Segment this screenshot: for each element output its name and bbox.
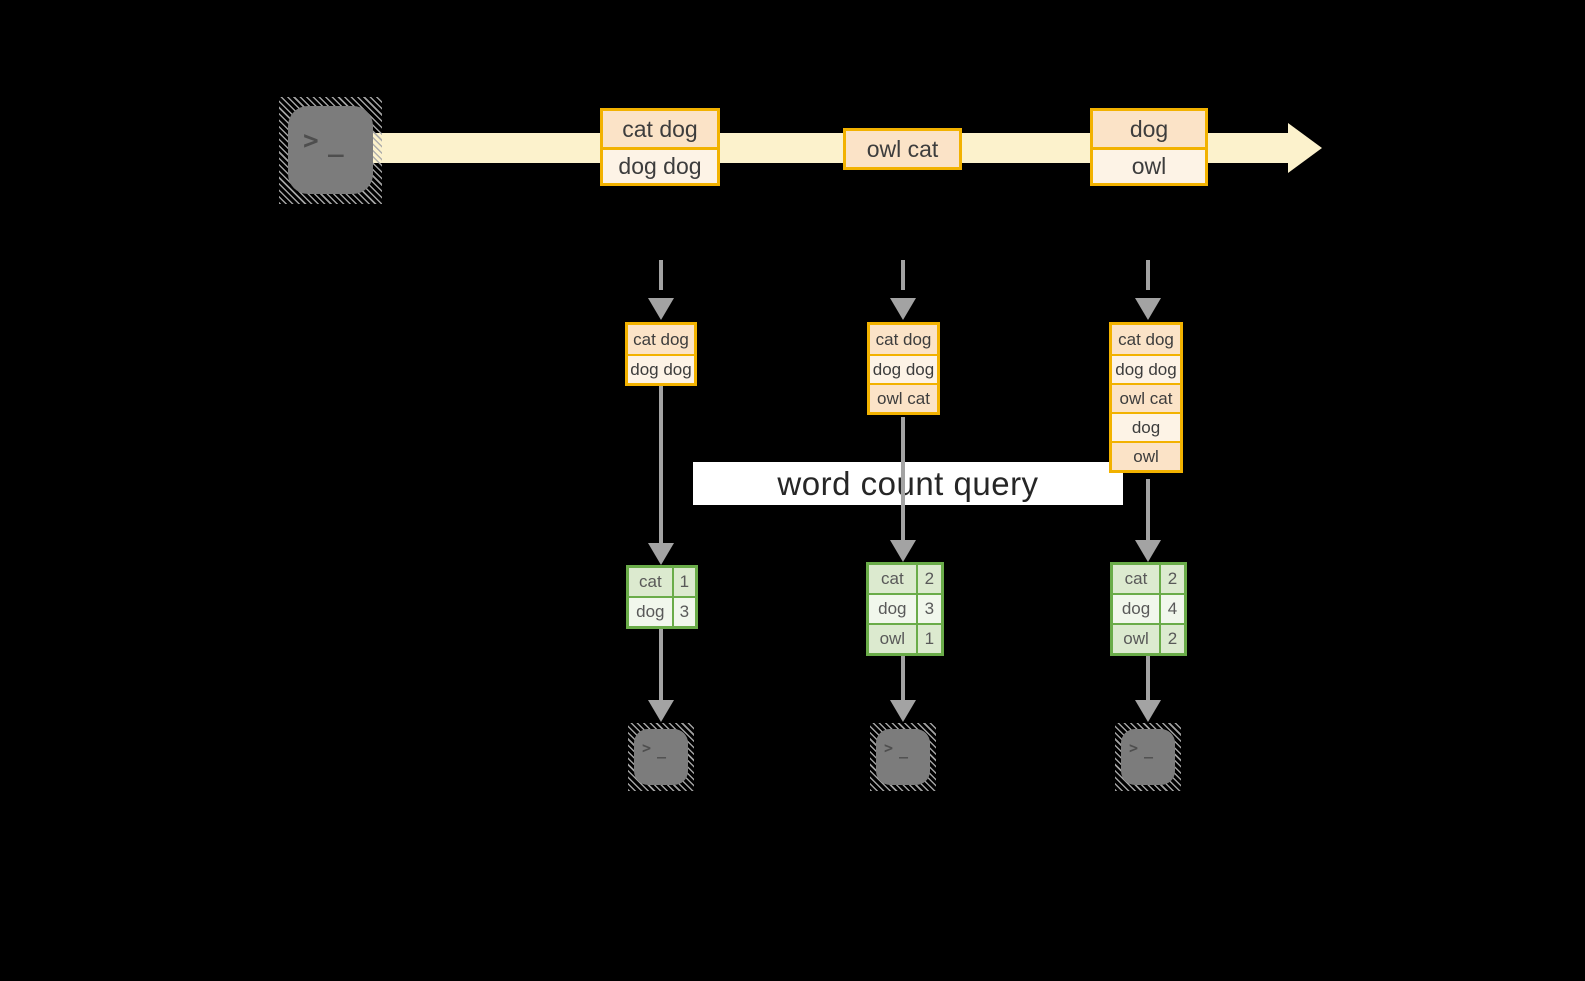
count-value: 3 xyxy=(915,595,941,623)
state-box-3: cat dog dog dog owl cat dog owl xyxy=(1109,322,1183,473)
query-arrow-shaft xyxy=(659,386,663,543)
prompt-underscore-icon: _ xyxy=(1144,741,1154,759)
count-value: 2 xyxy=(915,565,941,593)
count-row: dog 3 xyxy=(869,593,941,623)
count-value: 2 xyxy=(1159,565,1184,593)
count-row: cat 2 xyxy=(869,565,941,593)
sink-terminal-icon-2: > _ xyxy=(870,723,936,791)
timeline-right-arrow-icon xyxy=(1288,123,1322,173)
event-record: cat dog xyxy=(603,111,717,147)
dashed-arrow-shaft xyxy=(659,260,663,290)
prompt-chevron-icon: > xyxy=(303,126,319,156)
state-record: dog xyxy=(1112,412,1180,441)
down-arrowhead-icon xyxy=(1135,540,1161,562)
count-word: dog xyxy=(869,595,916,623)
count-value: 2 xyxy=(1159,625,1184,653)
output-arrow-shaft xyxy=(901,656,905,700)
query-arrow-shaft xyxy=(1146,479,1150,540)
down-arrowhead-icon xyxy=(890,540,916,562)
dashed-arrow-shaft xyxy=(1146,260,1150,290)
state-record: dog dog xyxy=(628,354,694,383)
dashed-arrow-shaft xyxy=(901,260,905,290)
state-record: dog dog xyxy=(1112,354,1180,383)
state-record: dog dog xyxy=(870,354,937,383)
event-box-2: owl cat xyxy=(843,128,962,170)
terminal-body: > _ xyxy=(288,106,373,194)
count-word: cat xyxy=(1113,565,1159,593)
output-arrow-shaft xyxy=(659,629,663,700)
output-arrow-shaft xyxy=(1146,656,1150,700)
state-box-1: cat dog dog dog xyxy=(625,322,697,386)
query-label: word count query xyxy=(693,462,1123,505)
state-box-2: cat dog dog dog owl cat xyxy=(867,322,940,415)
state-record: owl cat xyxy=(1112,383,1180,412)
event-record: owl cat xyxy=(846,131,959,167)
down-arrowhead-icon xyxy=(648,543,674,565)
count-word: owl xyxy=(869,625,916,653)
count-row: dog 3 xyxy=(629,596,695,626)
state-record: owl xyxy=(1112,441,1180,470)
down-arrowhead-icon xyxy=(648,298,674,320)
count-row: owl 2 xyxy=(1113,623,1184,653)
query-arrow-shaft xyxy=(901,417,905,540)
state-record: cat dog xyxy=(1112,325,1180,354)
count-word: dog xyxy=(629,598,672,626)
count-word: cat xyxy=(629,568,672,596)
count-word: dog xyxy=(1113,595,1159,623)
count-table-1: cat 1 dog 3 xyxy=(626,565,698,629)
event-box-1: cat dog dog dog xyxy=(600,108,720,186)
terminal-body: > _ xyxy=(876,729,930,785)
source-terminal-icon: > _ xyxy=(279,97,382,204)
prompt-underscore-icon: _ xyxy=(899,741,909,759)
down-arrowhead-icon xyxy=(648,700,674,722)
count-table-3: cat 2 dog 4 owl 2 xyxy=(1110,562,1187,656)
terminal-body: > _ xyxy=(634,729,688,785)
down-arrowhead-icon xyxy=(890,700,916,722)
count-row: cat 2 xyxy=(1113,565,1184,593)
prompt-underscore-icon: _ xyxy=(328,128,344,158)
prompt-chevron-icon: > xyxy=(642,739,652,757)
event-record: owl xyxy=(1093,147,1205,183)
prompt-chevron-icon: > xyxy=(884,739,894,757)
count-row: dog 4 xyxy=(1113,593,1184,623)
count-row: cat 1 xyxy=(629,568,695,596)
count-table-2: cat 2 dog 3 owl 1 xyxy=(866,562,944,656)
down-arrowhead-icon xyxy=(1135,298,1161,320)
count-value: 1 xyxy=(671,568,695,596)
count-row: owl 1 xyxy=(869,623,941,653)
terminal-body: > _ xyxy=(1121,729,1175,785)
state-record: cat dog xyxy=(628,325,694,354)
event-record: dog xyxy=(1093,111,1205,147)
count-value: 4 xyxy=(1159,595,1184,623)
count-value: 3 xyxy=(671,598,695,626)
sink-terminal-icon-1: > _ xyxy=(628,723,694,791)
count-word: owl xyxy=(1113,625,1159,653)
event-box-3: dog owl xyxy=(1090,108,1208,186)
event-record: dog dog xyxy=(603,147,717,183)
state-record: owl cat xyxy=(870,383,937,412)
sink-terminal-icon-3: > _ xyxy=(1115,723,1181,791)
prompt-underscore-icon: _ xyxy=(657,741,667,759)
count-word: cat xyxy=(869,565,916,593)
state-record: cat dog xyxy=(870,325,937,354)
down-arrowhead-icon xyxy=(890,298,916,320)
down-arrowhead-icon xyxy=(1135,700,1161,722)
count-value: 1 xyxy=(915,625,941,653)
prompt-chevron-icon: > xyxy=(1129,739,1139,757)
